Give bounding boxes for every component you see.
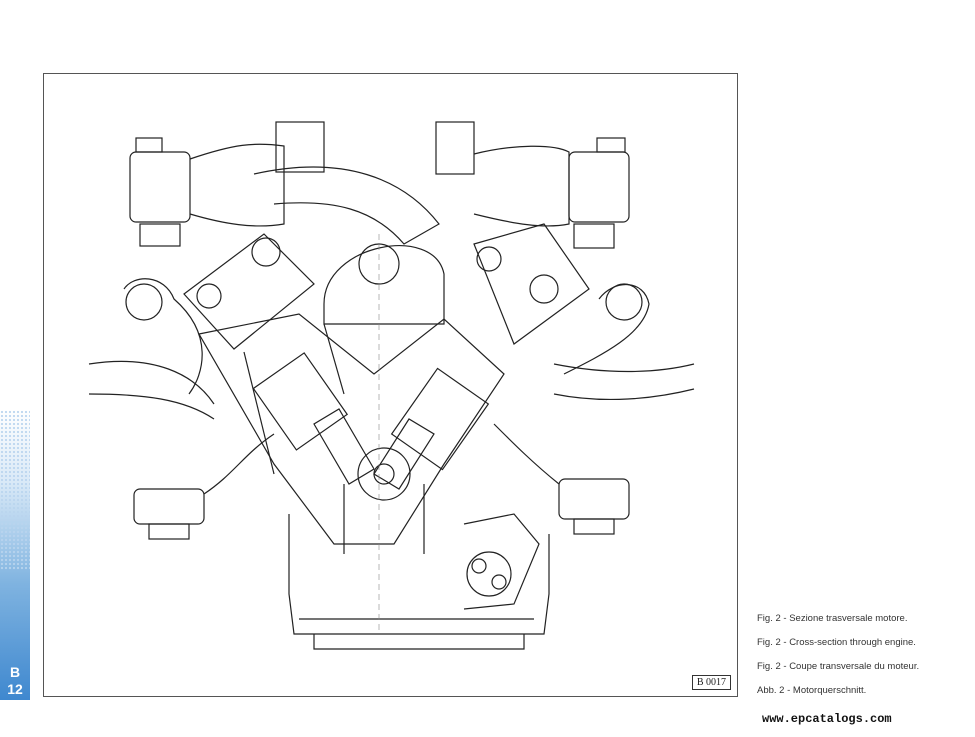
caption-german: Abb. 2 - Motorquerschnitt. bbox=[757, 685, 867, 696]
tab-dot-pattern bbox=[0, 410, 30, 570]
section-letter: B bbox=[9, 664, 21, 680]
figure-code: B 0017 bbox=[691, 675, 731, 690]
caption-italian: Fig. 2 - Sezione trasversale motore. bbox=[757, 613, 908, 624]
section-tab: B 12 bbox=[0, 410, 30, 700]
engine-cross-section-drawing bbox=[88, 121, 695, 650]
figure-captions: Fig. 2 - Sezione trasversale motore. Fig… bbox=[757, 612, 967, 708]
figure-frame: B 0017 bbox=[43, 73, 738, 697]
page-number: 12 bbox=[7, 681, 23, 697]
website-watermark: www.epcatalogs.com bbox=[762, 712, 892, 726]
caption-english: Fig. 2 - Cross-section through engine. bbox=[757, 637, 916, 648]
caption-french: Fig. 2 - Coupe transversale du moteur. bbox=[757, 661, 920, 672]
